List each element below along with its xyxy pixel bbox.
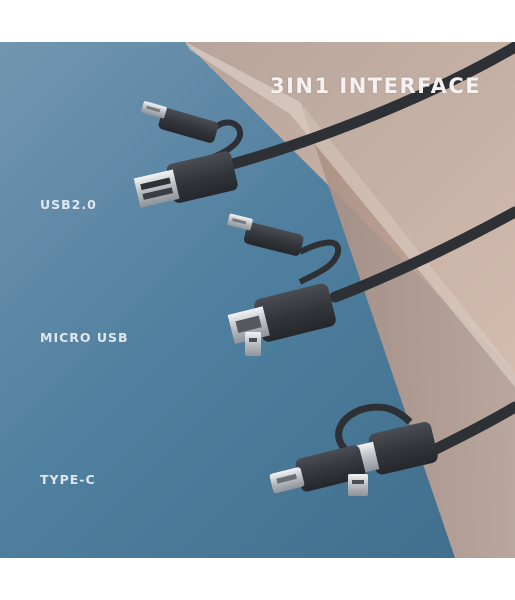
usb-cable-3 [269, 401, 515, 496]
usb-cable-2 [227, 206, 515, 356]
label-type-c: TYPE-C [40, 472, 96, 487]
title: 3IN1 INTERFACE [270, 74, 482, 98]
label-micro-usb: MICRO USB [40, 330, 129, 345]
cable-scene [0, 42, 515, 558]
label-usb2: USB2.0 [40, 197, 97, 212]
usb-cable-1 [133, 42, 515, 208]
ledge-side [300, 102, 515, 558]
